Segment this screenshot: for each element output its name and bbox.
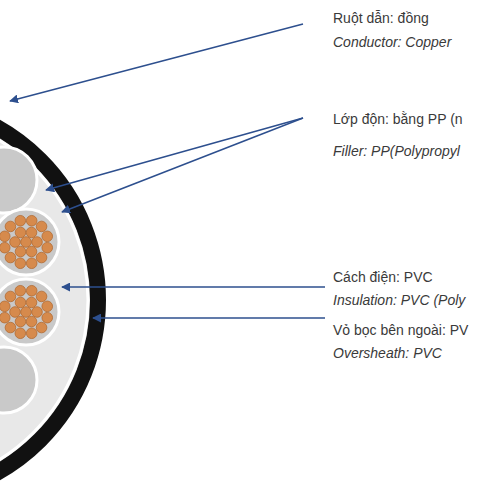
copper-strands bbox=[0, 215, 53, 338]
copper-strand bbox=[0, 231, 10, 242]
copper-strand bbox=[15, 227, 26, 238]
copper-strand bbox=[32, 237, 43, 248]
part-label-en: Oversheath: PVC bbox=[333, 344, 442, 362]
copper-strand bbox=[36, 252, 47, 263]
copper-strand bbox=[15, 297, 26, 308]
copper-strand bbox=[15, 316, 26, 327]
leader-line bbox=[62, 286, 325, 288]
copper-strand bbox=[26, 246, 37, 257]
copper-strand bbox=[21, 237, 32, 248]
copper-strand bbox=[42, 231, 53, 242]
copper-strand bbox=[26, 285, 37, 296]
filler-core bbox=[0, 147, 37, 213]
copper-strand bbox=[15, 215, 26, 226]
copper-strand bbox=[21, 307, 32, 318]
copper-strand bbox=[26, 328, 37, 339]
copper-strand bbox=[26, 227, 37, 238]
copper-strand bbox=[15, 328, 26, 339]
sheath-inner-edge bbox=[0, 112, 88, 488]
part-label-en: Conductor: Copper bbox=[333, 33, 451, 51]
copper-strand bbox=[42, 301, 53, 312]
part-label: Vỏ bọc bên ngoài: PV bbox=[333, 321, 468, 339]
copper-strand bbox=[26, 215, 37, 226]
oversheath bbox=[0, 102, 98, 498]
leader-line bbox=[93, 317, 325, 319]
copper-strand bbox=[5, 221, 16, 232]
copper-strand bbox=[26, 258, 37, 269]
leader-line bbox=[10, 24, 303, 101]
filler-core bbox=[0, 347, 37, 413]
copper-strand bbox=[26, 316, 37, 327]
copper-strand bbox=[32, 307, 43, 318]
copper-strand bbox=[36, 221, 47, 232]
copper-strand bbox=[5, 291, 16, 302]
copper-strand bbox=[15, 285, 26, 296]
copper-strand bbox=[42, 242, 53, 253]
copper-strand bbox=[10, 237, 21, 248]
copper-strand bbox=[15, 246, 26, 257]
copper-strand bbox=[42, 312, 53, 323]
part-label-en: Insulation: PVC (Poly bbox=[333, 291, 465, 309]
copper-strand bbox=[36, 291, 47, 302]
insulated-core bbox=[0, 279, 59, 345]
copper-strand bbox=[0, 312, 10, 323]
part-label: Lớp độn: bằng PP (n bbox=[333, 110, 463, 128]
copper-strand bbox=[26, 297, 37, 308]
part-label-en: Filler: PP(Polypropyl bbox=[333, 142, 460, 160]
copper-strand bbox=[36, 322, 47, 333]
part-label: Cách điện: PVC bbox=[333, 268, 433, 286]
copper-strand bbox=[5, 252, 16, 263]
leader-line bbox=[46, 118, 303, 190]
copper-strand bbox=[5, 322, 16, 333]
leader-line bbox=[62, 118, 303, 212]
copper-strand bbox=[0, 301, 10, 312]
insulated-core bbox=[0, 209, 59, 275]
part-label: Ruột dẫn: đồng bbox=[333, 9, 429, 27]
copper-strand bbox=[0, 242, 10, 253]
copper-strand bbox=[10, 307, 21, 318]
copper-strand bbox=[15, 258, 26, 269]
